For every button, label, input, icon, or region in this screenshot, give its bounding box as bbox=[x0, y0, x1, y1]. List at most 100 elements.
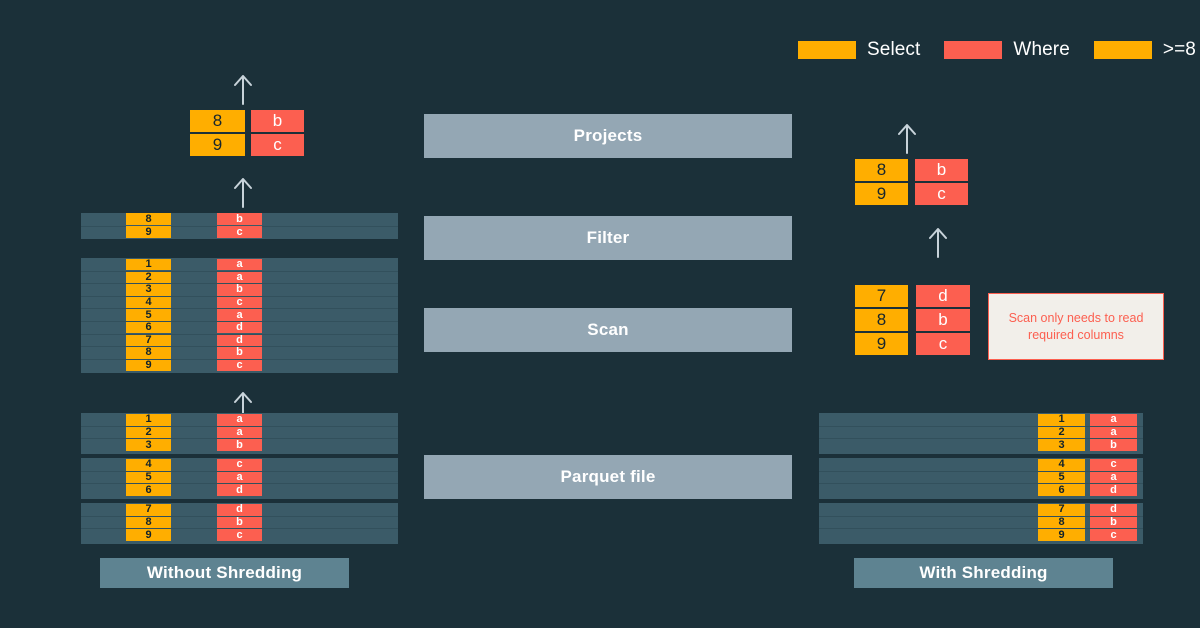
cell-select: 2 bbox=[126, 271, 171, 283]
legend-item-select: Select bbox=[798, 39, 944, 61]
cell-where: a bbox=[217, 427, 262, 439]
stage-bar-parquet-file: Parquet file bbox=[424, 455, 792, 499]
cell-where: a bbox=[217, 258, 262, 271]
cell-select: 8 bbox=[126, 213, 171, 225]
cell-select: 1 bbox=[1038, 414, 1085, 426]
row-divider bbox=[819, 528, 1143, 529]
row-divider bbox=[81, 308, 398, 309]
cell-where: c bbox=[1090, 459, 1137, 471]
cell-select: 6 bbox=[126, 321, 171, 334]
callout-scan-note: Scan only needs to read required columns bbox=[988, 293, 1164, 360]
legend-label-where: Where bbox=[1013, 39, 1070, 60]
stage-label-parquet-file: Parquet file bbox=[560, 467, 656, 486]
cell-select: 7 bbox=[126, 504, 171, 516]
row-divider bbox=[81, 346, 398, 347]
cell-where: d bbox=[916, 285, 970, 307]
cell-select: 9 bbox=[126, 226, 171, 238]
cell-select: 8 bbox=[1038, 517, 1085, 529]
caption-label-left: Without Shredding bbox=[146, 563, 303, 582]
up-arrow-icon-left-projects bbox=[232, 73, 254, 105]
cell-where: b bbox=[217, 439, 262, 451]
cell-select: 1 bbox=[126, 258, 171, 271]
cell-select: 5 bbox=[1038, 472, 1085, 484]
cell-where: b bbox=[217, 517, 262, 529]
cell-select: 5 bbox=[126, 309, 171, 321]
cell-where: c bbox=[915, 183, 968, 205]
cell-where: b bbox=[251, 110, 304, 132]
cell-where: b bbox=[217, 213, 262, 225]
row-divider bbox=[819, 426, 1143, 427]
cell-select: 9 bbox=[126, 529, 171, 541]
legend: Select Where >=8 bbox=[798, 38, 1196, 62]
cell-select: 8 bbox=[126, 347, 171, 359]
left-filter-result-block: 8 9 b c bbox=[81, 213, 398, 239]
cell-where: c bbox=[217, 296, 262, 309]
caption-without-shredding: Without Shredding bbox=[100, 558, 349, 588]
cell-where: d bbox=[217, 484, 262, 496]
row-divider bbox=[819, 516, 1143, 517]
legend-swatch-predicate bbox=[1093, 41, 1152, 59]
up-arrow-icon-right-scan bbox=[927, 226, 949, 258]
cell-where: a bbox=[1090, 472, 1137, 484]
row-divider bbox=[81, 471, 398, 472]
left-projects-result: 8 9 b c bbox=[190, 110, 304, 156]
row-divider bbox=[81, 528, 398, 529]
legend-item-predicate: >=8 bbox=[1093, 39, 1196, 61]
cell-select: 4 bbox=[126, 296, 171, 309]
cell-select: 7 bbox=[126, 334, 171, 346]
cell-where: a bbox=[217, 472, 262, 484]
callout-text: Scan only needs to read required columns bbox=[1008, 310, 1144, 342]
cell-where: c bbox=[217, 226, 262, 238]
cell-where: c bbox=[217, 529, 262, 541]
cell-where: d bbox=[217, 504, 262, 516]
cell-select: 9 bbox=[190, 134, 245, 156]
cell-select: 9 bbox=[126, 359, 171, 372]
stage-label-projects: Projects bbox=[573, 126, 643, 145]
cell-select: 7 bbox=[855, 285, 908, 307]
cell-where: d bbox=[1090, 484, 1137, 496]
up-arrow-icon-left-filter bbox=[232, 176, 254, 208]
cell-select: 9 bbox=[1038, 529, 1085, 541]
row-divider bbox=[81, 483, 398, 484]
cell-where: c bbox=[251, 134, 304, 156]
row-divider bbox=[819, 483, 1143, 484]
cell-where: c bbox=[916, 333, 970, 355]
legend-item-where: Where bbox=[944, 39, 1093, 61]
cell-where: b bbox=[1090, 439, 1137, 451]
cell-select: 8 bbox=[855, 309, 908, 331]
cell-select: 4 bbox=[126, 459, 171, 471]
cell-select: 8 bbox=[190, 110, 245, 132]
cell-where: b bbox=[916, 309, 970, 331]
cell-select: 5 bbox=[126, 472, 171, 484]
stage-label-filter: Filter bbox=[586, 228, 630, 247]
left-parquet-row-group: 4 c 5 a 6 d bbox=[81, 458, 398, 499]
row-divider bbox=[81, 426, 398, 427]
cell-select: 3 bbox=[126, 284, 171, 296]
row-divider bbox=[81, 283, 398, 284]
cell-select: 9 bbox=[855, 333, 908, 355]
stage-bar-scan: Scan bbox=[424, 308, 792, 352]
row-divider bbox=[81, 271, 398, 272]
cell-where: c bbox=[217, 459, 262, 471]
row-divider bbox=[81, 438, 398, 439]
row-divider bbox=[81, 516, 398, 517]
cell-select: 2 bbox=[126, 427, 171, 439]
legend-label-select: Select bbox=[867, 39, 921, 60]
row-divider bbox=[81, 296, 398, 297]
row-divider bbox=[819, 471, 1143, 472]
row-divider bbox=[81, 321, 398, 322]
cell-where: a bbox=[217, 309, 262, 321]
row-divider bbox=[81, 334, 398, 335]
cell-where: c bbox=[217, 359, 262, 372]
cell-select: 6 bbox=[126, 484, 171, 496]
cell-where: b bbox=[915, 159, 968, 181]
caption-label-right: With Shredding bbox=[919, 563, 1048, 582]
cell-where: b bbox=[217, 284, 262, 296]
cell-where: a bbox=[217, 271, 262, 283]
cell-where: d bbox=[217, 321, 262, 334]
